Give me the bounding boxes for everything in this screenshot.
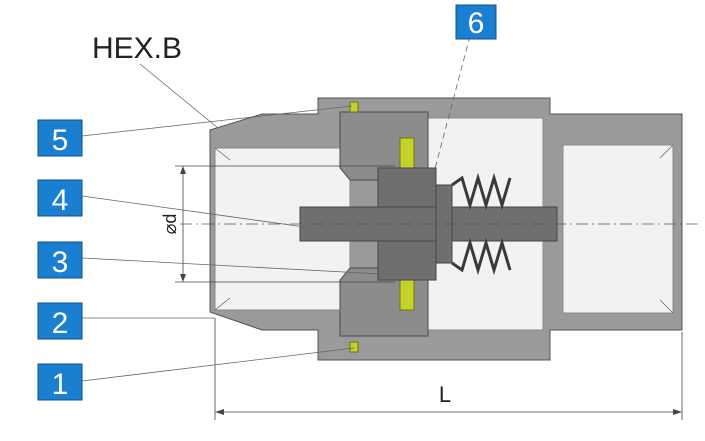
callout-4: 4 bbox=[37, 179, 83, 217]
spring bbox=[451, 172, 512, 276]
spring-lower-coils bbox=[451, 237, 512, 276]
callout-2-number: 2 bbox=[52, 307, 69, 340]
callout-3-number: 3 bbox=[52, 246, 69, 279]
callout-6-leader bbox=[431, 35, 471, 181]
leader-lines bbox=[81, 35, 471, 382]
top-oring bbox=[349, 101, 359, 113]
callout-5: 5 bbox=[37, 119, 83, 157]
right-port-bore bbox=[562, 144, 674, 314]
diameter-dimension: ⌀d bbox=[160, 165, 395, 283]
hex-label: HEX.B bbox=[92, 32, 182, 65]
bottom-oring bbox=[349, 341, 359, 353]
length-label: L bbox=[439, 382, 451, 407]
spring-upper-coils bbox=[451, 172, 512, 211]
callout-4-number: 4 bbox=[52, 184, 69, 217]
callout-2: 2 bbox=[37, 302, 83, 340]
hex-leader bbox=[139, 63, 219, 129]
diameter-label: ⌀d bbox=[160, 214, 180, 235]
callout-6-number: 6 bbox=[468, 7, 485, 40]
callout-1-number: 1 bbox=[52, 368, 69, 401]
callout-5-number: 5 bbox=[52, 124, 69, 157]
length-dimension: L bbox=[214, 318, 683, 420]
callout-3: 3 bbox=[37, 241, 83, 279]
callout-6: 6 bbox=[455, 4, 497, 40]
callout-1: 1 bbox=[37, 363, 83, 401]
